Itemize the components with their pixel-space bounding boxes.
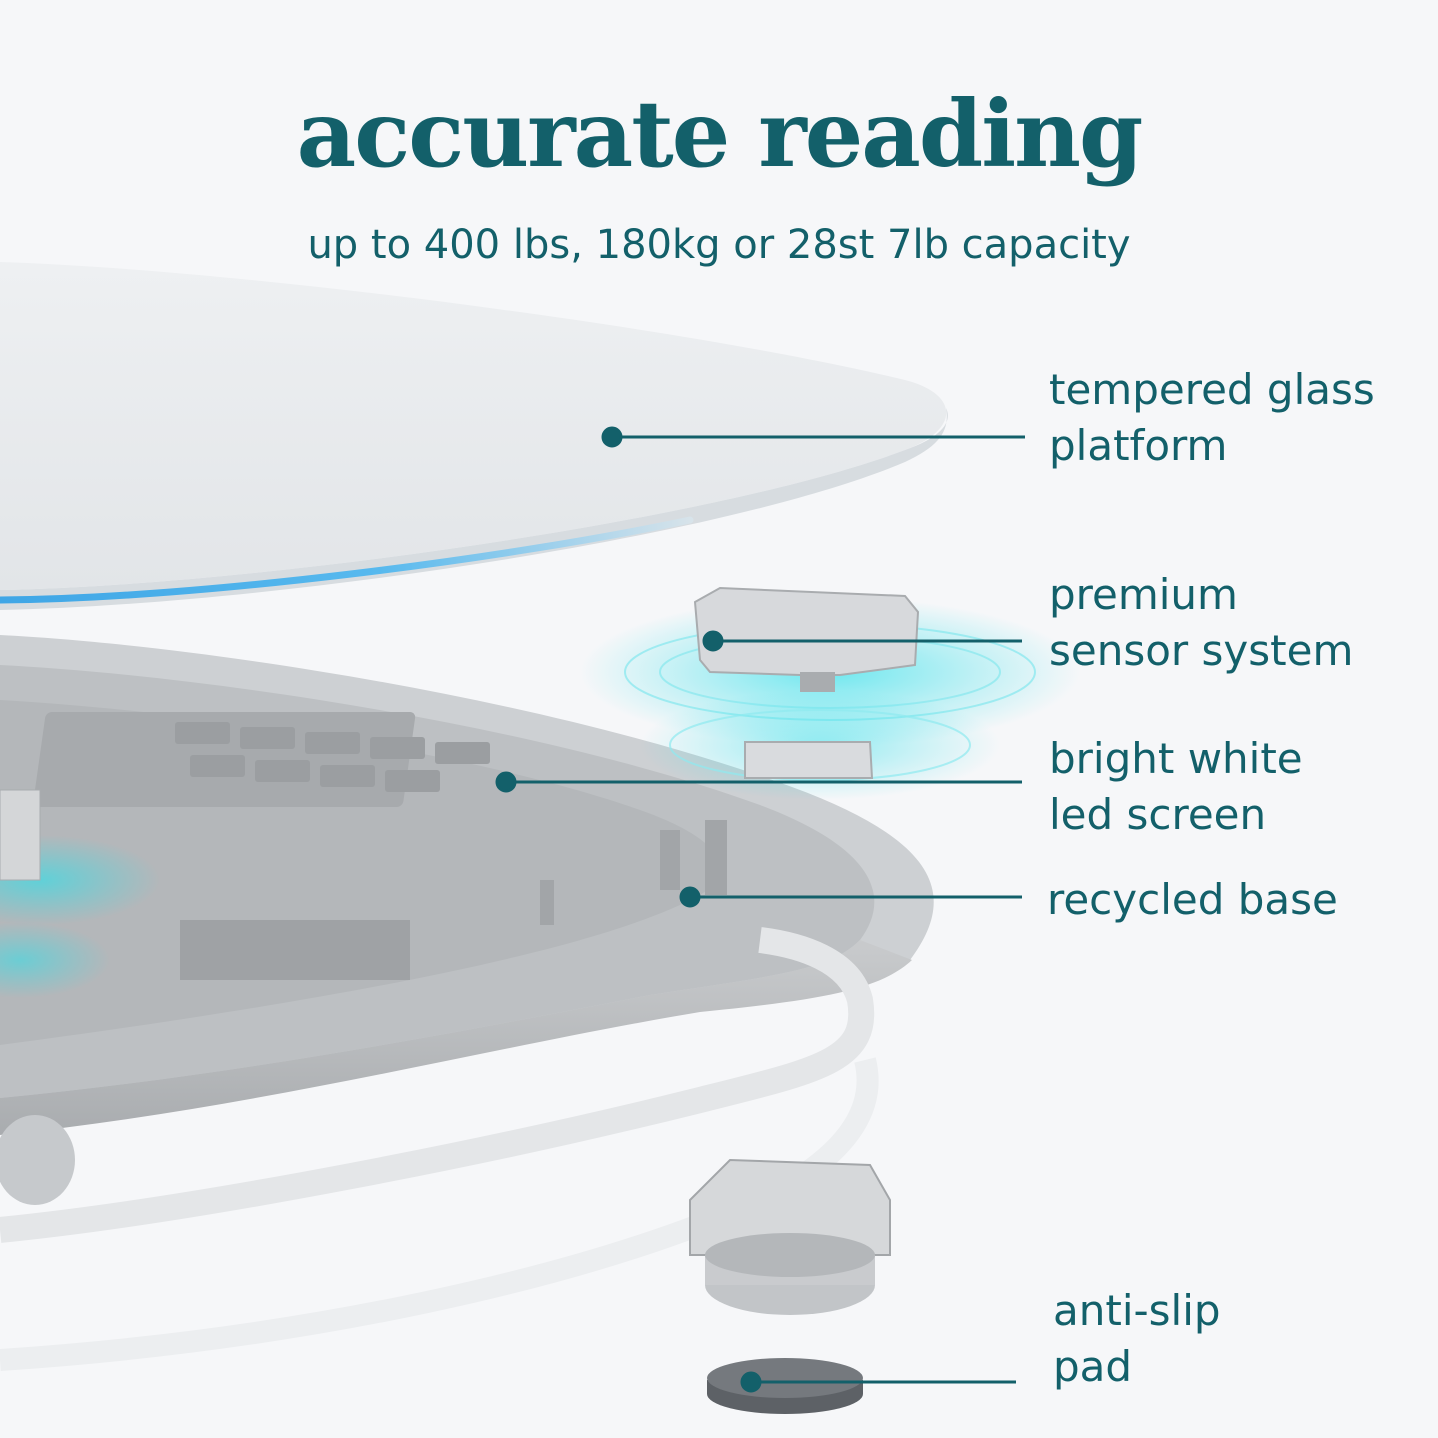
callout-label-glass: tempered glass platform <box>1049 365 1375 470</box>
rim-ring <box>0 1057 879 1371</box>
callout-label-pad: anti-slip pad <box>1053 1286 1221 1391</box>
sensor-dot-icon <box>702 630 724 652</box>
callout-label-base: recycled base <box>1047 875 1338 924</box>
battery-grid <box>175 722 490 792</box>
glass-dot-icon <box>601 426 623 448</box>
screen-dot-icon <box>495 771 517 793</box>
pad-dot-icon <box>740 1371 762 1393</box>
recycled-base <box>0 635 934 1205</box>
foot-assembly <box>689 1158 891 1315</box>
callout-label-sensor: premium sensor system <box>1049 570 1354 675</box>
base-dot-icon <box>679 886 701 908</box>
callout-lines <box>495 426 1025 1393</box>
outer-rim <box>0 927 875 1243</box>
capacity-subtitle: up to 400 lbs, 180kg or 28st 7lb capacit… <box>307 222 1131 268</box>
glass-platform <box>0 262 948 610</box>
page-title: accurate reading <box>296 80 1144 188</box>
callout-label-screen: bright white led screen <box>1049 734 1303 839</box>
